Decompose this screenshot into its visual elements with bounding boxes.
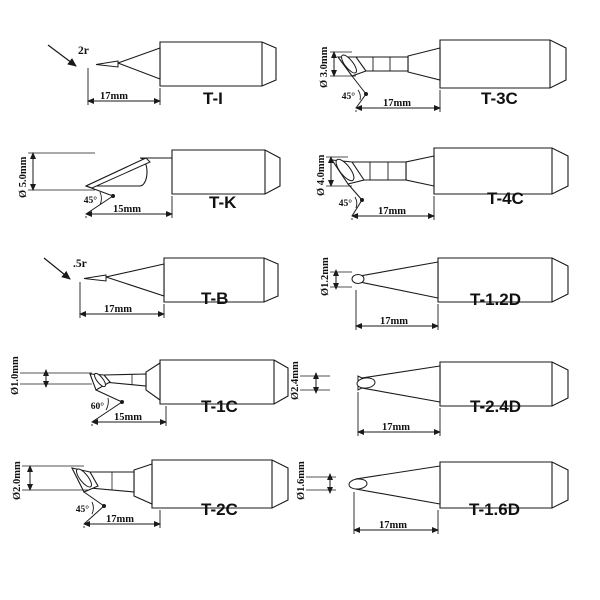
tip-bevel-ellipse [341, 54, 357, 74]
tip-model-name: T-3C [481, 89, 518, 108]
angle-label: 45° [339, 198, 353, 209]
angle-leader-line [351, 75, 368, 96]
tip-cell-t-1-2d: Ø1.2mm 17mm T-1.2D [320, 257, 569, 330]
tip-model-name: T-1.2D [470, 290, 521, 309]
angle-label: 45° [342, 91, 356, 102]
tip-model-name: T-1C [201, 397, 238, 416]
tip-body-outline [171, 149, 281, 195]
length-dimension-label: 15mm [114, 412, 142, 423]
angle-label: 45° [76, 504, 90, 515]
tip-radius-label: 2r [78, 45, 89, 57]
tip-shoulder [133, 463, 153, 505]
tip-chisel-face [351, 274, 365, 284]
tip-bevel-ellipse [335, 158, 355, 182]
tip-chisel-ellipse [348, 478, 368, 490]
length-dimension-label: 17mm [383, 98, 411, 109]
diameter-dimension-label: Ø 5.0mm [18, 156, 29, 198]
angle-arc [99, 191, 102, 206]
leader-line [47, 44, 77, 67]
angle-arc [357, 89, 361, 101]
tip-cell-t-1c: Ø1.0mm 60° 15mm T-1C [10, 356, 289, 426]
tip-bevel-ellipse [76, 468, 92, 488]
tip-cell-t-i: 2r 17mm T-I [47, 41, 277, 108]
leader-line [43, 257, 71, 280]
tip-model-name: T-I [203, 89, 223, 108]
tip-radius-label: .5r [73, 258, 87, 270]
diameter-dimension-label: Ø2.4mm [290, 361, 301, 400]
angle-arc [354, 196, 358, 209]
tip-chisel-ellipse [356, 377, 376, 389]
tip-model-name: T-B [201, 289, 228, 308]
length-dimension-label: 17mm [380, 316, 408, 327]
tip-model-name: T-2.4D [470, 397, 521, 416]
diameter-dimension-label: Ø 4.0mm [316, 154, 327, 196]
diameter-dimension-label: Ø1.2mm [320, 257, 331, 296]
tip-body-outline [159, 41, 277, 87]
diameter-dimension-label: Ø1.6mm [296, 461, 307, 500]
tip-cell-t-3c: Ø 3.0mm 45° 17mm T-3C [319, 39, 567, 112]
angle-label: 45° [84, 195, 98, 206]
angle-leader-line [347, 183, 364, 202]
length-dimension-label: 15mm [113, 204, 141, 215]
tip-model-name: T-4C [487, 189, 524, 208]
tip-body-outline [433, 147, 569, 195]
diameter-dimension-label: Ø2.0mm [12, 461, 23, 500]
tip-point [95, 60, 119, 68]
tip-shoulder [145, 361, 161, 402]
tip-body-outline [439, 39, 567, 89]
length-dimension-label: 17mm [378, 206, 406, 217]
tip-model-name: T-1.6D [469, 500, 520, 519]
length-dimension-label: 17mm [106, 514, 134, 525]
tip-cell-t-2-4d: Ø2.4mm 17mm T-2.4D [290, 361, 569, 436]
tip-point [83, 274, 107, 282]
angle-arc [105, 397, 109, 411]
tip-cell-t-b: .5r 17mm T-B [43, 257, 279, 318]
tip-cell-t-1-6d: Ø1.6mm 17mm T-1.6D [296, 461, 569, 534]
angle-leader-line [85, 185, 115, 198]
length-dimension-label: 17mm [382, 422, 410, 433]
tip-model-name: T-K [209, 193, 237, 212]
length-dimension-label: 17mm [104, 304, 132, 315]
diameter-dimension-label: Ø 3.0mm [319, 46, 330, 88]
tip-cell-t-k: Ø 5.0mm 45° 15mm T-K [18, 149, 281, 218]
tip-taper [103, 263, 165, 297]
angle-label: 60° [91, 401, 105, 412]
tip-cell-t-2c: Ø2.0mm 45° 17mm T-2C [12, 459, 289, 528]
tip-bevel-ellipse [94, 372, 106, 388]
tip-taper [116, 47, 161, 80]
length-dimension-label: 17mm [100, 91, 128, 102]
tip-cell-t-4c: Ø 4.0mm 45° 17mm T-4C [316, 147, 569, 220]
diameter-dimension-label: Ø1.0mm [10, 356, 21, 395]
angle-arc [91, 501, 94, 515]
tip-model-name: T-2C [201, 500, 238, 519]
angle-leader-line [95, 389, 124, 404]
length-dimension-label: 17mm [379, 520, 407, 531]
tip-shoulder [407, 47, 441, 81]
angle-leader-line [83, 491, 106, 508]
angle-reference-line [91, 401, 123, 423]
